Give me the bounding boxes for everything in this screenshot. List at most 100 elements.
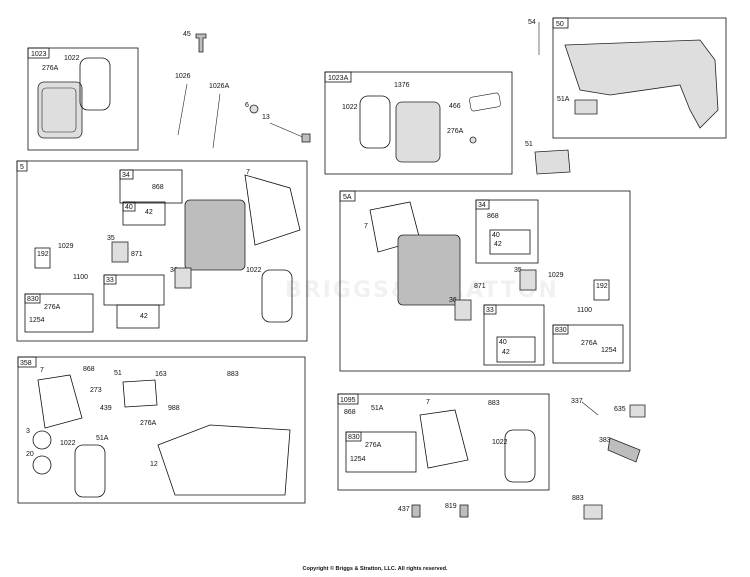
- group-id-1095: 1095: [340, 397, 356, 404]
- part-label-868: 868: [152, 184, 164, 191]
- manifold-part: [564, 39, 719, 129]
- gasket-12: [157, 424, 291, 496]
- part-label-7-c: 7: [40, 367, 44, 374]
- part-label-276a-f: 276A: [365, 442, 382, 449]
- part-label-42-c: 42: [494, 241, 502, 248]
- part-label-439: 439: [100, 405, 112, 412]
- valve-cover-part: [37, 81, 83, 139]
- part-label-45: 45: [183, 31, 191, 38]
- part-label-988: 988: [168, 405, 180, 412]
- subgroup-id-40: 40: [125, 204, 133, 211]
- subgroup-id-830: 830: [27, 296, 39, 303]
- seal-20: [32, 455, 52, 475]
- part-label-1254-c: 1254: [350, 456, 366, 463]
- loose-part-51: 51: [525, 141, 571, 175]
- part-label-868-d: 868: [344, 409, 356, 416]
- group-id-1023: 1023: [31, 51, 47, 58]
- part-label-1100: 1100: [73, 274, 88, 281]
- gasket-51: [534, 149, 571, 175]
- group-50: 54 50 51A: [528, 17, 727, 139]
- part-label-1029: 1029: [58, 243, 74, 250]
- part-label-819: 819: [445, 503, 457, 510]
- part-label-1100-b: 1100: [577, 307, 592, 314]
- part-label-1022-e: 1022: [492, 439, 508, 446]
- copyright-text: Copyright © Briggs & Stratton, LLC. All …: [302, 566, 448, 572]
- cylinder-head-part: [184, 199, 246, 271]
- part-label-3: 3: [26, 428, 30, 435]
- part-label-273: 273: [90, 387, 102, 394]
- part-label-871: 871: [131, 251, 143, 258]
- subgroup-id-40-c: 40: [499, 339, 507, 346]
- group-id-5a: 5A: [343, 194, 352, 201]
- part-label-868-c: 868: [83, 366, 95, 373]
- group-id-50: 50: [556, 21, 564, 28]
- valve-cover-part-b: [395, 101, 441, 163]
- part-label-1026a: 1026A: [209, 83, 230, 90]
- group-5: 5 34 868 40 42 7 192 1029 35 871 36 1022…: [16, 160, 308, 342]
- part-label-276a-c: 276A: [44, 304, 61, 311]
- part-label-871-b: 871: [474, 283, 486, 290]
- part-label-466: 466: [449, 103, 461, 110]
- subgroup-id-34: 34: [122, 172, 130, 179]
- part-label-13: 13: [262, 114, 270, 121]
- group-id-5: 5: [20, 164, 24, 171]
- part-label-51a-b: 51A: [96, 435, 109, 442]
- subgroup-id-192: 192: [37, 251, 49, 258]
- part-label-42: 42: [145, 209, 153, 216]
- part-label-883: 883: [227, 371, 239, 378]
- part-label-1254: 1254: [29, 317, 45, 324]
- bolt-13: [269, 122, 306, 139]
- group-5a: 5A 7 34 868 40 42 871 35 1029 192 36 110…: [339, 190, 631, 372]
- group-id-1023a: 1023A: [328, 75, 349, 82]
- push-rod-1026: [177, 83, 188, 136]
- part-label-20: 20: [26, 451, 34, 458]
- part-label-868-b: 868: [487, 213, 499, 220]
- part-label-6: 6: [245, 102, 249, 109]
- ignition-coil-383: [607, 437, 641, 463]
- part-label-163: 163: [155, 371, 167, 378]
- part-label-35-b: 35: [514, 267, 522, 274]
- part-label-36-b: 36: [449, 297, 457, 304]
- spark-plug-337: [581, 401, 599, 416]
- group-1023a: 1023A 1376 1022 466 276A: [324, 71, 513, 175]
- subgroup-id-34-b: 34: [478, 202, 486, 209]
- push-rod-1026a: [212, 93, 221, 149]
- part-label-54: 54: [528, 19, 536, 26]
- group-id-358: 358: [20, 360, 32, 367]
- washer-6: [249, 104, 259, 114]
- part-label-1022-c: 1022: [246, 267, 262, 274]
- part-label-337: 337: [571, 398, 583, 405]
- part-label-51-b: 51: [114, 370, 122, 377]
- part-label-1376: 1376: [394, 82, 410, 89]
- group-1023: 1023 1022 276A: [27, 47, 139, 151]
- part-label-276a: 276A: [42, 65, 59, 72]
- part-label-42-d: 42: [502, 349, 510, 356]
- part-label-1022-b: 1022: [342, 104, 358, 111]
- part-label-1029-b: 1029: [548, 272, 564, 279]
- part-label-7-d: 7: [426, 399, 430, 406]
- subgroup-id-33: 33: [106, 277, 114, 284]
- part-label-1022: 1022: [64, 55, 80, 62]
- subgroup-id-40-b: 40: [492, 232, 500, 239]
- part-label-383: 383: [599, 437, 611, 444]
- part-label-635: 635: [614, 406, 626, 413]
- seal-3: [32, 430, 52, 450]
- part-label-1026: 1026: [175, 73, 191, 80]
- part-label-1254-b: 1254: [601, 347, 617, 354]
- part-label-276a-e: 276A: [140, 420, 157, 427]
- group-1095: 1095 868 51A 7 883 830 276A 1254 1022: [337, 393, 550, 491]
- part-label-42-b: 42: [140, 313, 148, 320]
- subgroup-id-830-c: 830: [348, 434, 360, 441]
- part-label-51: 51: [525, 141, 533, 148]
- loose-parts-top: 45 1026 1026A 6 13: [175, 31, 311, 149]
- part-label-883-c: 883: [572, 495, 584, 502]
- part-label-7: 7: [246, 169, 250, 176]
- subgroup-id-192-b: 192: [596, 283, 608, 290]
- part-label-51a: 51A: [557, 96, 570, 103]
- part-label-7-b: 7: [364, 223, 368, 230]
- part-label-1022-d: 1022: [60, 440, 76, 447]
- bolt-45: [195, 33, 207, 53]
- part-label-51a-c: 51A: [371, 405, 384, 412]
- cylinder-head-part-b: [397, 234, 461, 306]
